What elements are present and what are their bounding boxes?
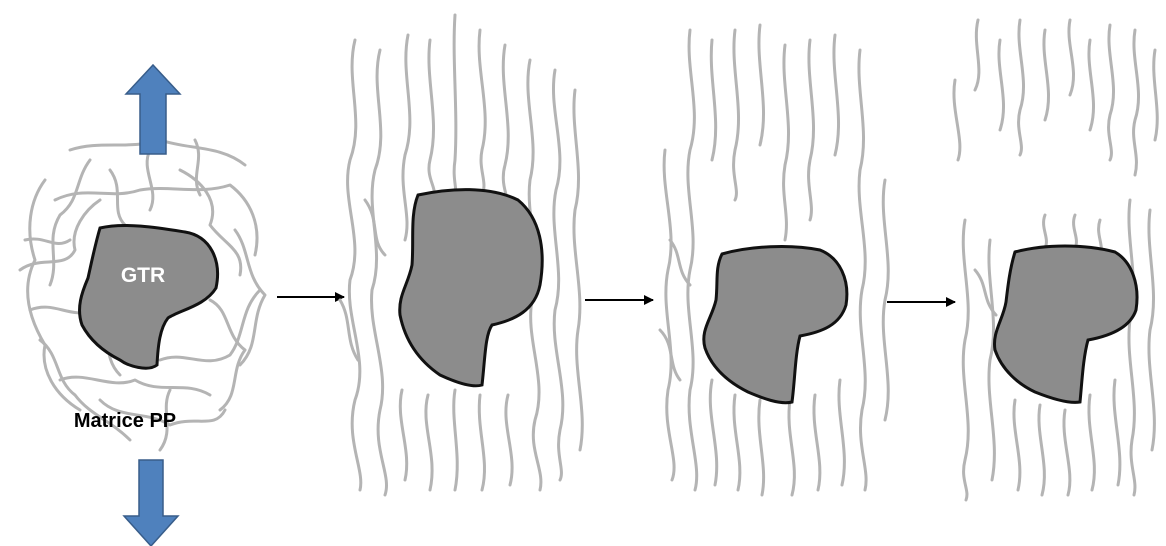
stage-2-chains-aligned (340, 15, 582, 495)
tension-arrow-up-icon (126, 65, 180, 154)
tension-arrow-down-icon (124, 460, 178, 546)
stage-3-debonding-onset (660, 25, 888, 495)
gtr-particle (80, 225, 218, 368)
matrix-label: Matrice PP (74, 410, 176, 432)
gtr-particle-debonding (704, 247, 847, 403)
gtr-label: GTR (121, 264, 165, 287)
stage-1-unstretched: GTR Matrice PP (20, 65, 265, 546)
stage-4-matrix-failure (954, 20, 1157, 500)
gtr-particle-elongated (400, 190, 542, 386)
